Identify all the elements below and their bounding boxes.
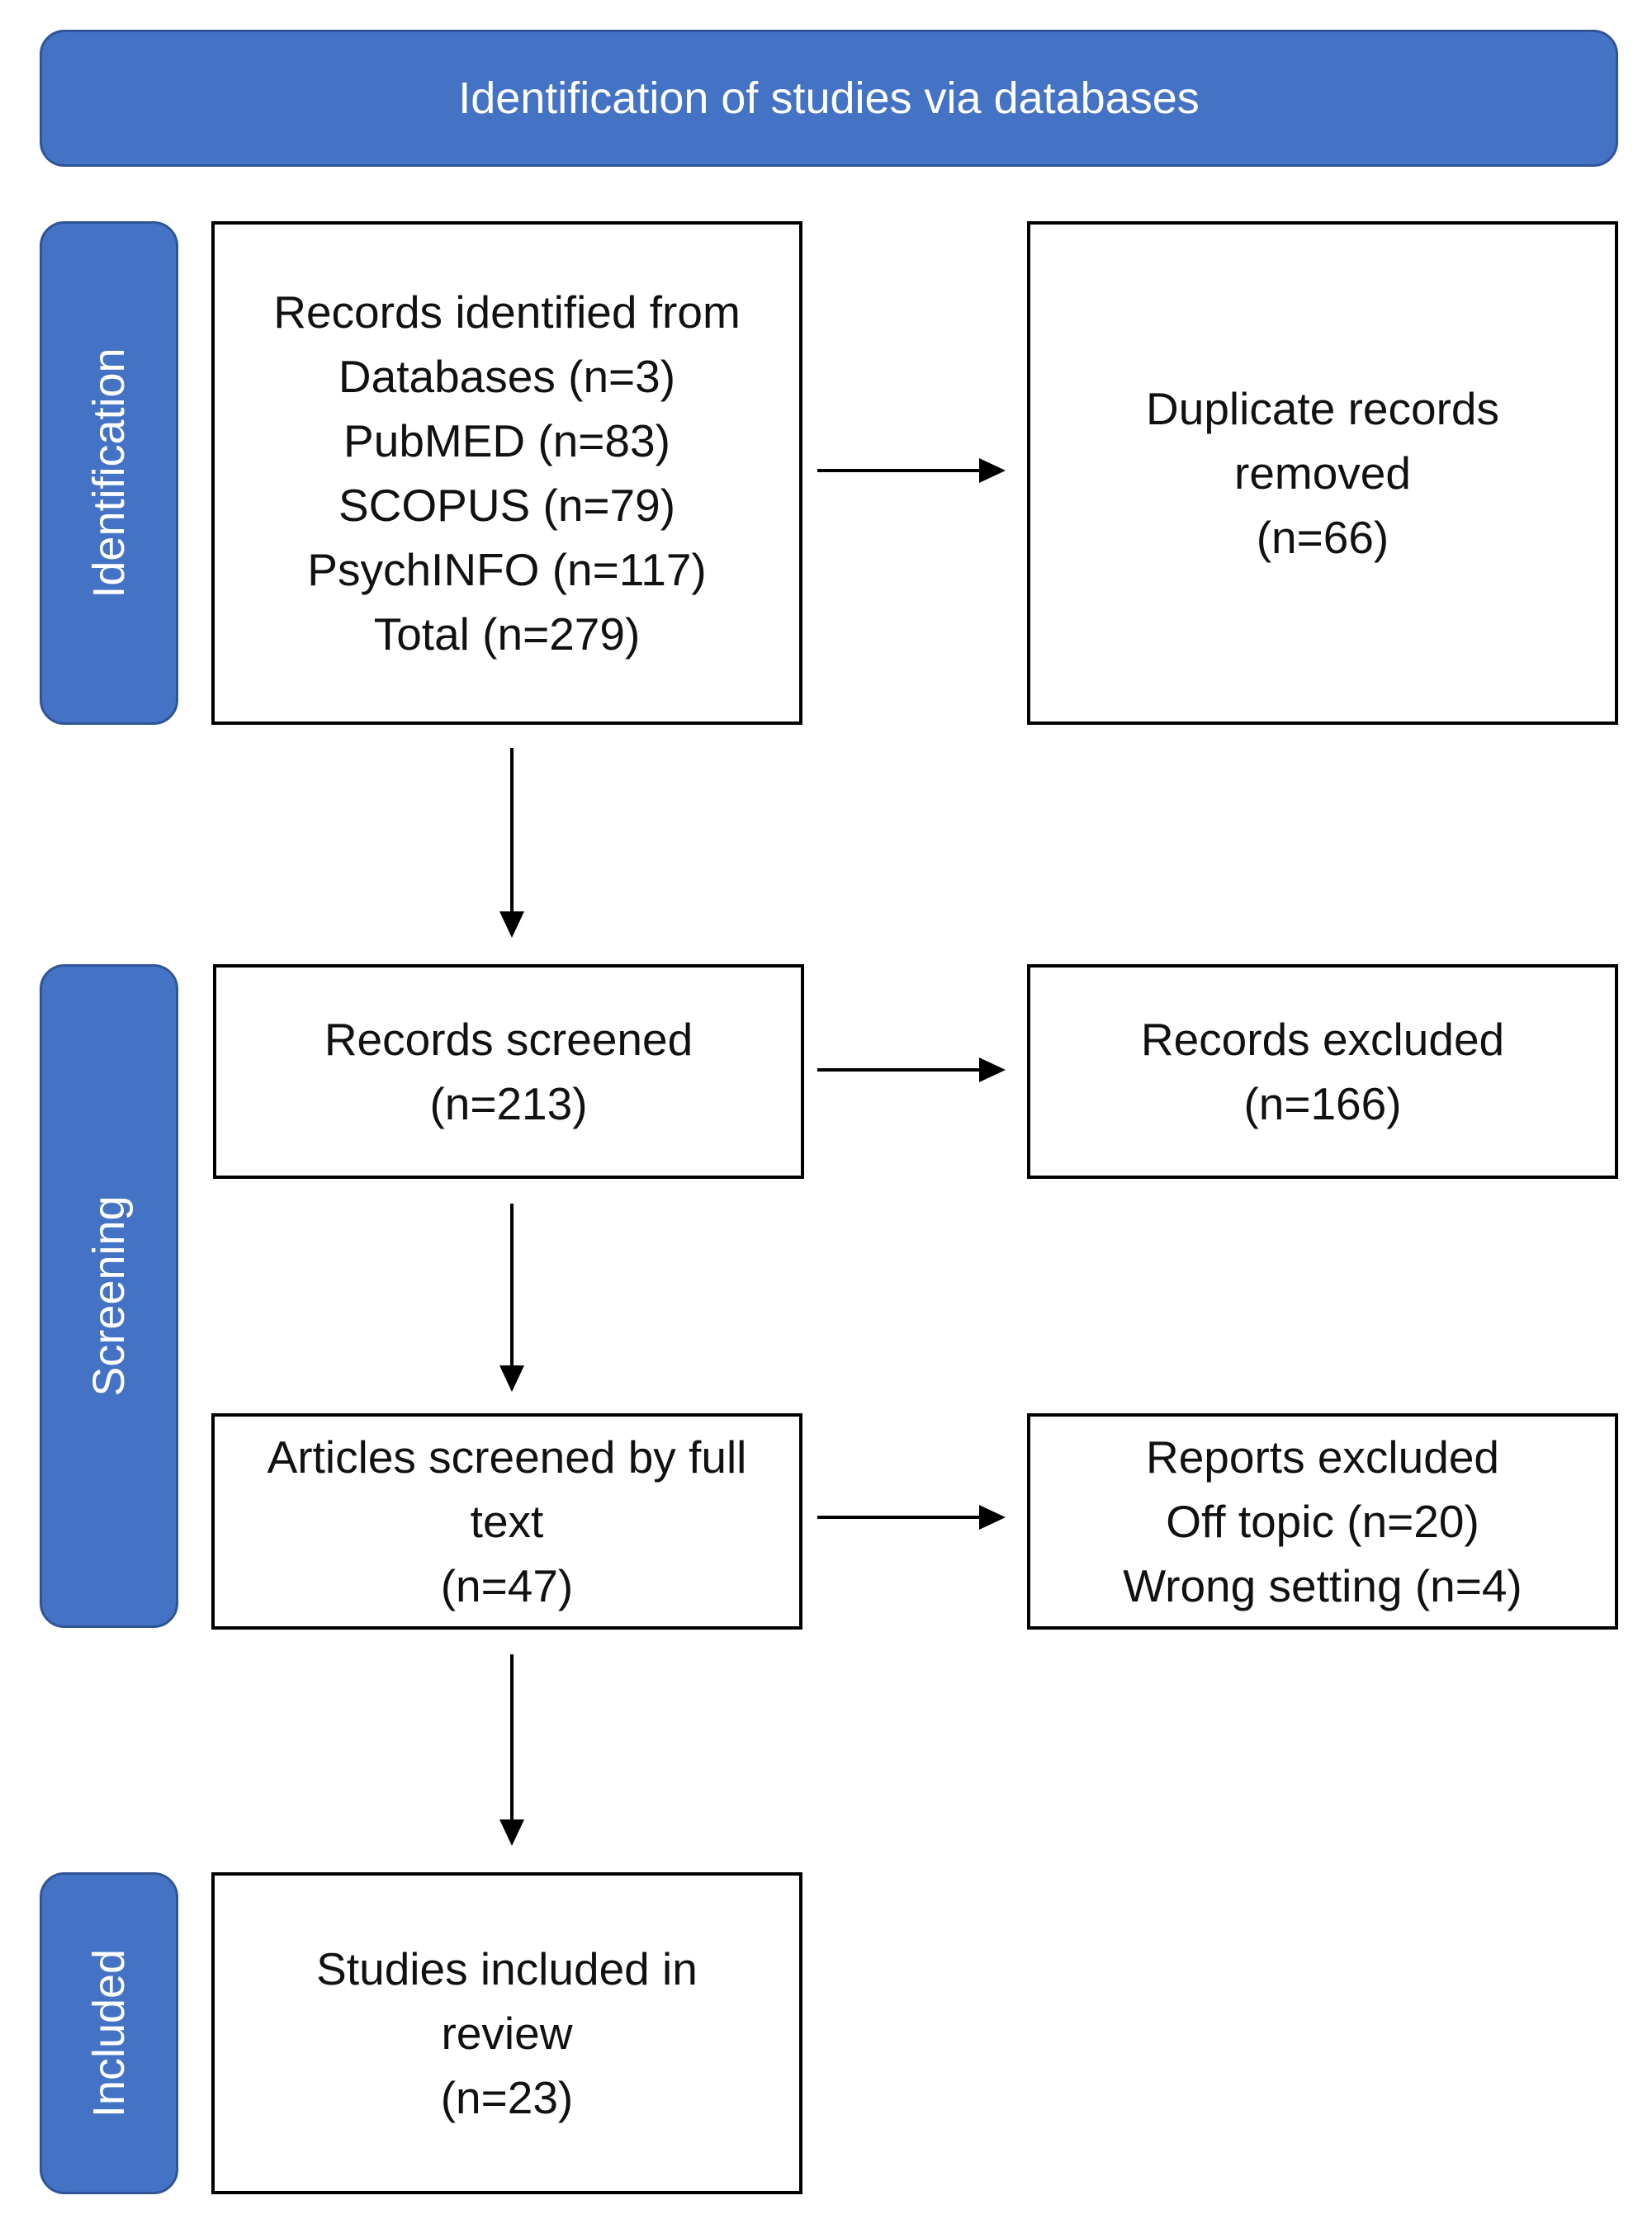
stage-included-label: Included [84, 1948, 134, 2118]
box-line: Records identified from [273, 286, 741, 338]
box-line: Total (n=279) [373, 608, 641, 660]
box-line: (n=213) [429, 1078, 588, 1129]
box-line: Wrong setting (n=4) [1123, 1560, 1522, 1611]
header-banner: Identification of studies via databases [40, 30, 1618, 167]
box-line: (n=23) [440, 2072, 574, 2123]
box-line: Studies included in [316, 1943, 698, 1994]
arrow-to-duplicates [817, 458, 1006, 483]
box-line: PubMED (n=83) [343, 415, 670, 466]
studies-included-box: Studies included in review (n=23) [211, 1872, 802, 2194]
records-identified-box: Records identified from Databases (n=3) … [211, 221, 802, 725]
stage-identification: Identification [40, 221, 178, 725]
records-screened-box: Records screened (n=213) [213, 964, 804, 1179]
arrow-to-full-text [499, 1204, 524, 1392]
arrow-to-reports-excluded [817, 1505, 1006, 1530]
box-line: removed [1234, 447, 1411, 499]
reports-excluded-box: Reports excluded Off topic (n=20) Wrong … [1027, 1413, 1618, 1630]
stage-identification-label: Identification [84, 348, 134, 599]
box-line: text [470, 1496, 544, 1547]
box-line: Records screened [324, 1014, 693, 1065]
box-line: Duplicate records [1146, 383, 1499, 434]
box-line: Articles screened by full [267, 1431, 747, 1483]
arrow-to-records-excluded [817, 1057, 1006, 1082]
box-line: (n=66) [1256, 512, 1389, 563]
box-line: (n=166) [1243, 1078, 1402, 1129]
full-text-box: Articles screened by full text (n=47) [211, 1413, 802, 1630]
records-excluded-box: Records excluded (n=166) [1027, 964, 1618, 1179]
box-line: SCOPUS (n=79) [338, 480, 676, 531]
duplicates-removed-box: Duplicate records removed (n=66) [1027, 221, 1618, 725]
arrow-to-included [499, 1654, 524, 1846]
box-line: Records excluded [1140, 1014, 1505, 1065]
stage-screening: Screening [40, 964, 178, 1628]
box-line: Databases (n=3) [338, 351, 676, 402]
box-line: (n=47) [440, 1560, 574, 1611]
box-line: review [441, 2008, 573, 2059]
box-line: Off topic (n=20) [1166, 1496, 1479, 1547]
stage-included: Included [40, 1872, 178, 2194]
header-title: Identification of studies via databases [458, 73, 1200, 123]
box-line: PsychINFO (n=117) [307, 544, 707, 595]
box-line: Reports excluded [1145, 1431, 1500, 1483]
stage-screening-label: Screening [84, 1195, 134, 1397]
arrow-to-records-screened [499, 748, 524, 938]
